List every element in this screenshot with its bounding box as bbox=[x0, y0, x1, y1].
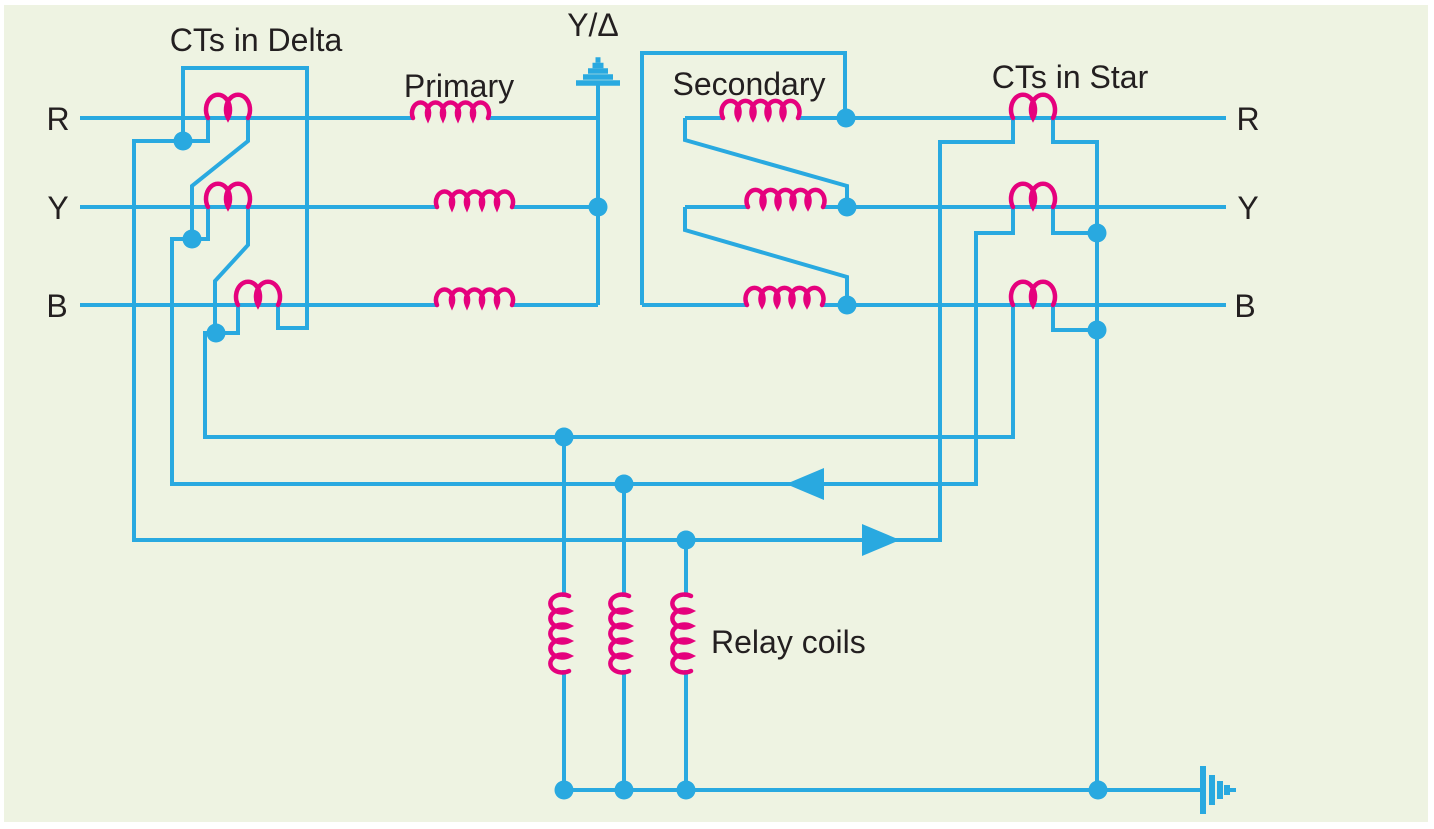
ct-star-y bbox=[1008, 181, 1058, 212]
secondary-winding-b bbox=[743, 285, 826, 310]
diagram-background bbox=[4, 5, 1428, 822]
phase-label-b-right: B bbox=[1234, 288, 1255, 324]
phase-label-b-left: B bbox=[46, 288, 67, 324]
star-ct-neutral bbox=[1051, 118, 1099, 790]
labels: CTs in Delta Primary Y/Δ Secondary CTs i… bbox=[46, 7, 1259, 660]
current-arrow-right-icon bbox=[862, 524, 900, 556]
relay-coil-1 bbox=[548, 592, 575, 675]
pilot-wire-r bbox=[132, 118, 1015, 542]
relay-coil-2 bbox=[608, 592, 635, 675]
label-primary: Primary bbox=[404, 68, 514, 104]
wiring bbox=[80, 51, 1226, 792]
delta-ct-link-r-y bbox=[190, 118, 250, 239]
ct-delta-r bbox=[203, 92, 253, 123]
primary-winding-b bbox=[433, 287, 516, 311]
delta-ct-link-y-b bbox=[213, 207, 250, 333]
ct-delta-b bbox=[233, 279, 283, 310]
secondary-delta-link-y-b bbox=[683, 207, 849, 305]
label-transformer-type: Y/Δ bbox=[567, 7, 619, 43]
phase-label-r-left: R bbox=[46, 101, 69, 137]
star-ct-leg-y bbox=[1051, 207, 1097, 235]
phase-label-y-left: Y bbox=[47, 190, 68, 226]
phase-label-r-right: R bbox=[1236, 101, 1259, 137]
secondary-delta-link-r-y bbox=[683, 118, 849, 207]
current-arrow-left-icon bbox=[786, 468, 824, 500]
pilot-wire-b bbox=[203, 305, 1015, 439]
secondary-delta-loop bbox=[640, 51, 847, 305]
earth-symbol-top-icon bbox=[576, 57, 620, 86]
label-relay-coils: Relay coils bbox=[711, 624, 866, 660]
star-ct-leg-b bbox=[1051, 305, 1097, 332]
pilot-wire-y bbox=[170, 207, 1015, 486]
relay-coil-3 bbox=[670, 592, 697, 675]
delta-ct-box bbox=[181, 66, 309, 330]
label-cts-in-delta: CTs in Delta bbox=[170, 22, 343, 58]
earth-symbol-bottom-icon bbox=[1200, 766, 1236, 814]
primary-winding-y bbox=[433, 189, 516, 213]
ct-delta-y bbox=[203, 181, 253, 212]
junction-dots bbox=[173, 108, 1108, 800]
ct-star-r bbox=[1008, 92, 1058, 123]
label-secondary: Secondary bbox=[673, 66, 826, 102]
ct-star-b bbox=[1008, 279, 1058, 310]
windings bbox=[203, 92, 1058, 675]
label-cts-in-star: CTs in Star bbox=[992, 59, 1149, 95]
secondary-winding-r bbox=[719, 98, 802, 123]
primary-winding-r bbox=[409, 100, 492, 124]
phase-label-y-right: Y bbox=[1237, 190, 1258, 226]
secondary-winding-y bbox=[744, 187, 827, 212]
